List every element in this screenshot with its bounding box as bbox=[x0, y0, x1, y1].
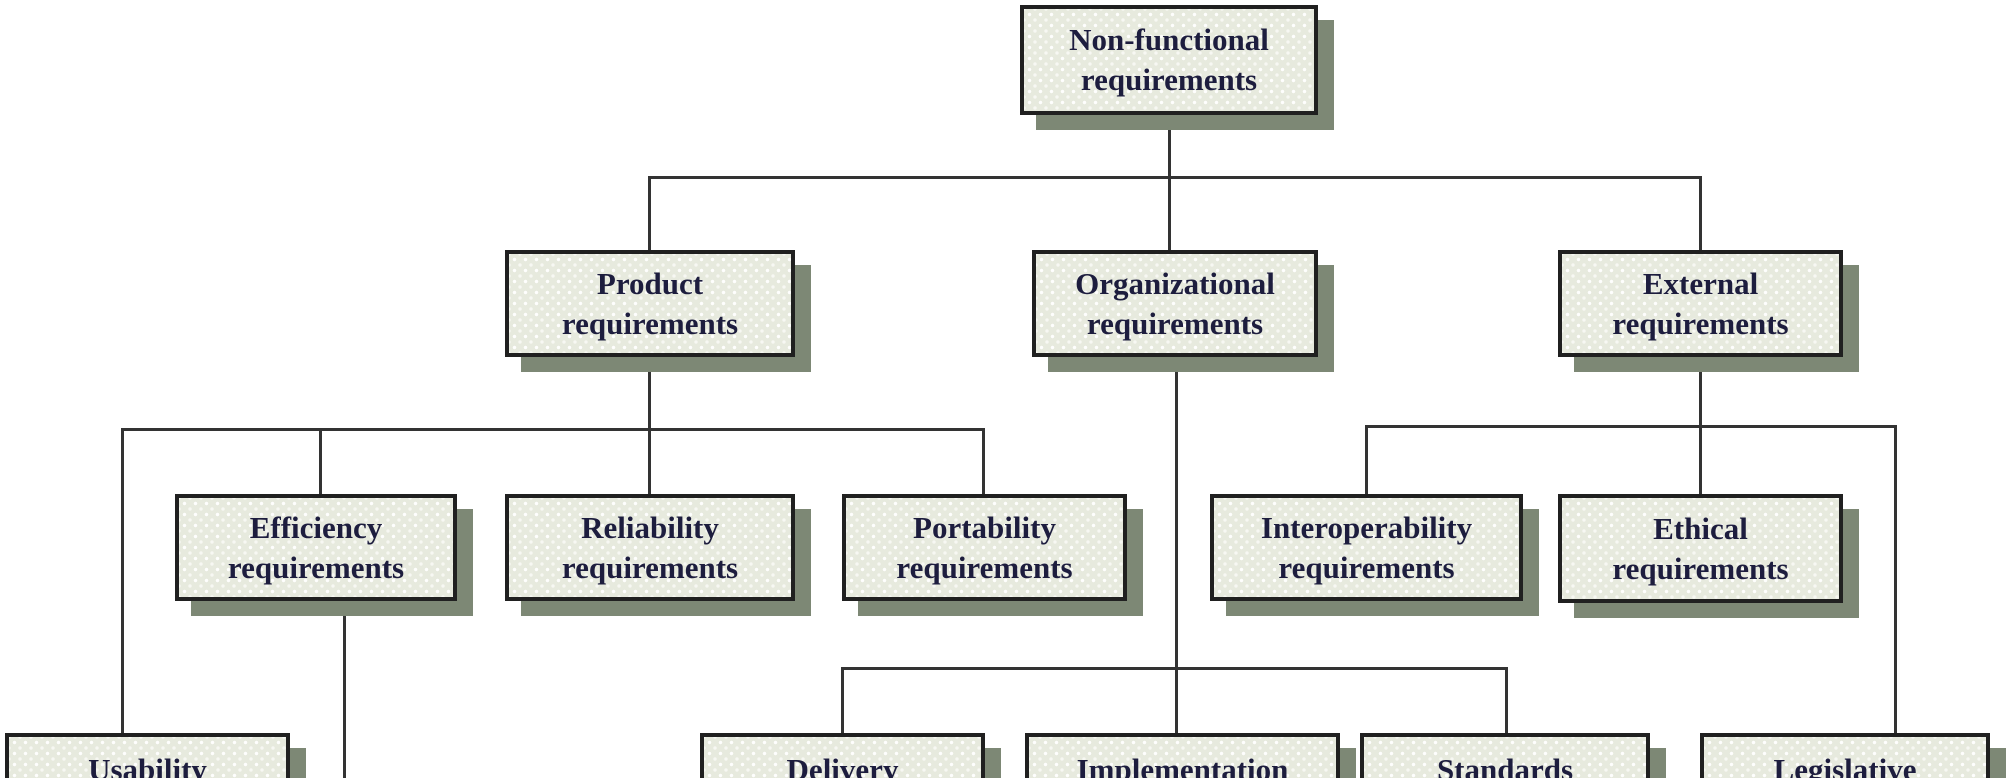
node-implementation: Implementation bbox=[1025, 733, 1340, 778]
node-label-line: requirements bbox=[1612, 550, 1789, 586]
connector-drop-standards bbox=[1505, 667, 1508, 735]
connector-drop-portability bbox=[982, 428, 985, 496]
connector-external-bar bbox=[1365, 425, 1897, 428]
node-label-line: requirements bbox=[1080, 62, 1258, 97]
connector-organizational-stem bbox=[1175, 355, 1178, 735]
node-label-line: requirements bbox=[561, 549, 739, 585]
connector-drop-legislative bbox=[1894, 425, 1897, 735]
connector-level1-bar bbox=[648, 176, 1702, 179]
node-label-line: External bbox=[1642, 265, 1759, 301]
node-label-line: Product bbox=[596, 265, 704, 301]
node-reliability-requirements: Reliability requirements bbox=[505, 494, 795, 601]
node-label-line: requirements bbox=[1086, 305, 1264, 341]
connector-drop-product bbox=[648, 176, 651, 252]
connector-drop-interoperability bbox=[1365, 425, 1368, 496]
node-label-line: Ethical bbox=[1653, 510, 1748, 546]
connector-drop-efficiency bbox=[319, 428, 322, 496]
node-label-line: Legislative bbox=[1773, 752, 1917, 778]
node-label-line: Interoperability bbox=[1260, 509, 1473, 545]
node-label-line: requirements bbox=[227, 549, 405, 585]
connector-efficiency-down-offscreen bbox=[343, 598, 346, 778]
node-delivery: Delivery bbox=[700, 733, 985, 778]
node-label-line: Standards bbox=[1436, 752, 1574, 778]
node-portability-requirements: Portability requirements bbox=[842, 494, 1127, 601]
node-standards: Standards bbox=[1360, 733, 1650, 778]
node-label-line: Organizational bbox=[1075, 265, 1275, 301]
node-label-line: Usability bbox=[88, 752, 207, 778]
node-legislative: Legislative bbox=[1700, 733, 1990, 778]
node-label-line: requirements bbox=[561, 305, 739, 341]
connector-product-bar bbox=[121, 428, 985, 431]
node-label-line: requirements bbox=[1278, 549, 1455, 585]
node-usability: Usability bbox=[5, 733, 290, 778]
connector-root-stem bbox=[1168, 112, 1171, 252]
node-label-line: Portability bbox=[913, 509, 1056, 545]
node-label-line: Reliability bbox=[581, 509, 719, 545]
node-product-requirements: Product requirements bbox=[505, 250, 795, 357]
node-label-line: Delivery bbox=[786, 752, 899, 778]
node-label-line: Efficiency bbox=[249, 509, 383, 545]
node-interoperability-requirements: Interoperability requirements bbox=[1210, 494, 1523, 601]
connector-drop-usability bbox=[121, 428, 124, 735]
node-nonfunctional-requirements: Non-functional requirements bbox=[1020, 5, 1318, 115]
node-label-line: Non-functional bbox=[1069, 22, 1269, 57]
node-efficiency-requirements: Efficiency requirements bbox=[175, 494, 457, 601]
connector-organizational-bar bbox=[841, 667, 1508, 670]
node-label-line: requirements bbox=[1612, 305, 1789, 341]
node-label-line: requirements bbox=[896, 549, 1073, 585]
node-ethical-requirements: Ethical requirements bbox=[1558, 494, 1843, 603]
connector-product-stem bbox=[648, 355, 651, 496]
connector-drop-delivery bbox=[841, 667, 844, 735]
node-external-requirements: External requirements bbox=[1558, 250, 1843, 357]
node-organizational-requirements: Organizational requirements bbox=[1032, 250, 1318, 357]
connector-drop-external bbox=[1699, 176, 1702, 252]
node-label-line: Implementation bbox=[1076, 752, 1289, 778]
